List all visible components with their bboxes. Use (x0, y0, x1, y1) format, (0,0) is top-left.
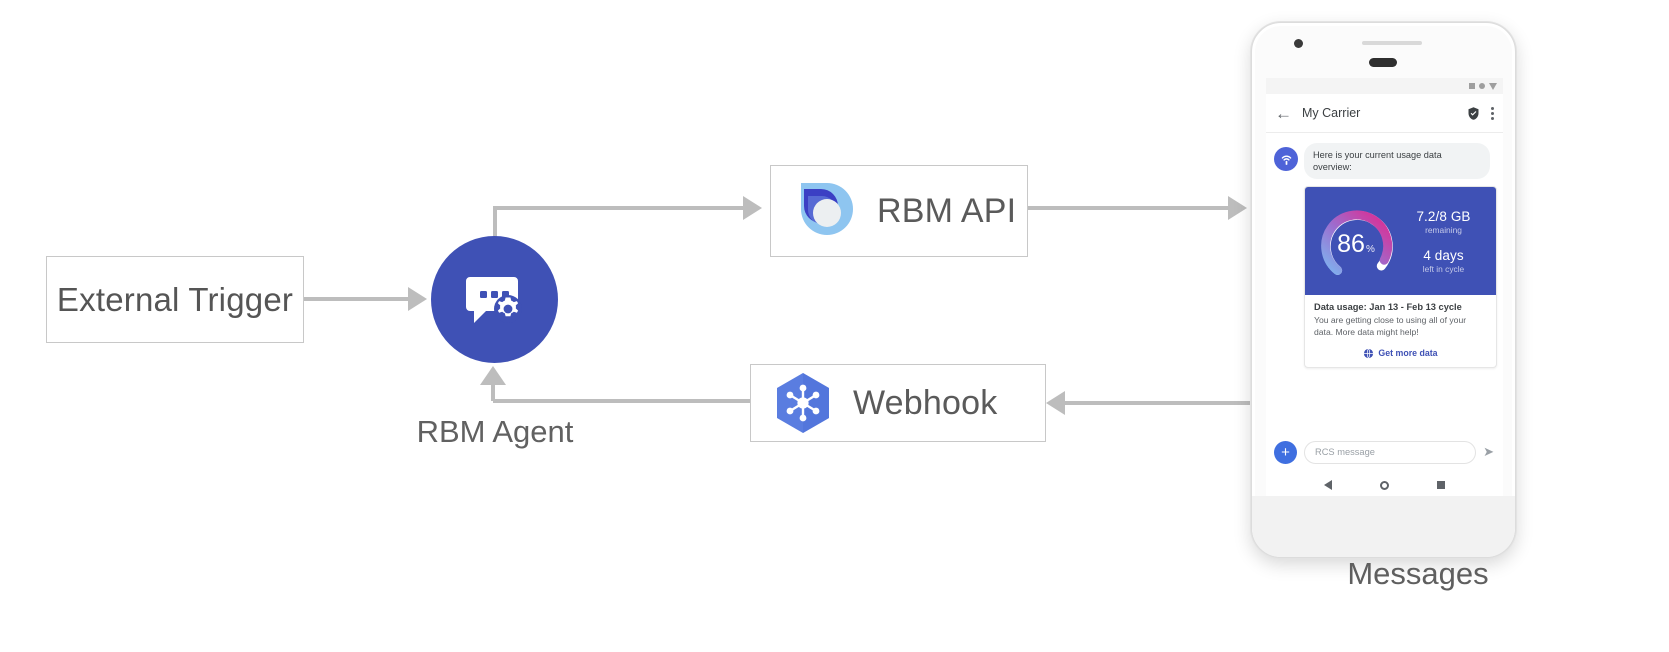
webhook-node[interactable]: Webhook (750, 364, 1046, 442)
triangle-down-icon (1489, 82, 1497, 90)
days-left-label: left in cycle (1422, 263, 1465, 274)
rbm-droplet-logo (797, 183, 853, 235)
data-remaining-label: remaining (1425, 224, 1462, 235)
data-remaining-value: 7.2/8 GB (1416, 208, 1471, 224)
webhook-hexagon-logo (777, 373, 829, 433)
data-usage-rich-card[interactable]: 86 % 7.2/8 GB remaining 4 days left in c… (1304, 186, 1497, 368)
recents-nav-icon[interactable] (1437, 481, 1445, 489)
get-more-data-button[interactable]: Get more data (1314, 348, 1487, 359)
external-trigger-node[interactable]: External Trigger (46, 256, 304, 343)
connector-webhook-to-agent (493, 399, 751, 403)
card-body: Data usage: Jan 13 - Feb 13 cycle You ar… (1305, 295, 1496, 366)
card-description: You are getting close to using all of yo… (1314, 315, 1467, 337)
days-left-value: 4 days (1423, 247, 1464, 263)
connector-trigger-to-agent (304, 297, 408, 301)
phone-mockup: ← My Carrier (1251, 22, 1516, 558)
gauge-value: 86 (1337, 230, 1365, 259)
phone-top-bezel (1252, 23, 1515, 78)
chat-gear-icon (465, 276, 522, 323)
arrowhead-agent-to-api (743, 196, 762, 220)
globe-icon (1364, 348, 1374, 359)
back-nav-icon[interactable] (1324, 480, 1332, 490)
get-more-data-label: Get more data (1378, 348, 1438, 359)
connector-phone-to-webhook (1065, 401, 1250, 405)
top-speaker-grille (1362, 41, 1422, 45)
status-bar (1266, 78, 1503, 94)
square-icon (1469, 83, 1475, 89)
arrowhead-api-to-phone (1228, 196, 1247, 220)
verified-shield-icon (1468, 106, 1479, 120)
rcs-message-input[interactable]: RCS message (1304, 440, 1477, 464)
phone-bottom-bezel (1252, 496, 1515, 557)
arrowhead-trigger-to-agent (408, 287, 427, 311)
earpiece-speaker (1369, 58, 1397, 67)
connector-agent-up (493, 206, 497, 244)
app-bar: ← My Carrier (1266, 94, 1503, 133)
rbm-agent-node[interactable] (431, 236, 558, 363)
message-row: Here is your current usage data overview… (1274, 143, 1495, 180)
arrowhead-webhook-to-agent (480, 366, 506, 385)
conversation-title: My Carrier (1302, 106, 1361, 120)
rcs-message-placeholder: RCS message (1315, 447, 1375, 457)
more-vert-icon[interactable] (1491, 106, 1494, 120)
intro-message-bubble: Here is your current usage data overview… (1304, 143, 1490, 180)
front-camera-icon (1294, 39, 1303, 48)
external-trigger-label: External Trigger (56, 280, 294, 318)
conversation-thread: Here is your current usage data overview… (1266, 133, 1503, 368)
rbm-api-label: RBM API (877, 191, 1017, 230)
add-attachment-button[interactable]: + (1274, 440, 1297, 464)
connector-agent-to-api (493, 206, 743, 210)
rbm-api-node[interactable]: RBM API (770, 165, 1028, 257)
card-media: 86 % 7.2/8 GB remaining 4 days left in c… (1305, 187, 1496, 296)
phone-screen: ← My Carrier (1266, 78, 1503, 498)
card-title: Data usage: Jan 13 - Feb 13 cycle (1314, 302, 1462, 313)
connector-webhook-up (491, 385, 495, 401)
android-nav-bar (1266, 472, 1503, 498)
usage-gauge: 86 % (1313, 198, 1399, 284)
gauge-readout: 86 % (1313, 198, 1399, 284)
webhook-label: Webhook (853, 383, 998, 422)
home-nav-icon[interactable] (1380, 480, 1389, 490)
rbm-agent-label: RBM Agent (416, 414, 574, 449)
circle-icon (1479, 83, 1485, 89)
card-stats: 7.2/8 GB remaining 4 days left in cycle (1399, 209, 1488, 274)
carrier-antenna-icon (1274, 147, 1298, 171)
send-icon[interactable]: ➤ (1483, 444, 1494, 459)
arrowhead-phone-to-webhook (1046, 391, 1065, 415)
back-arrow-icon[interactable]: ← (1275, 103, 1292, 123)
gauge-unit: % (1365, 244, 1375, 256)
connector-api-to-phone (1028, 206, 1228, 210)
message-composer: + RCS message ➤ (1266, 432, 1503, 472)
messages-label: Messages (1347, 556, 1489, 591)
